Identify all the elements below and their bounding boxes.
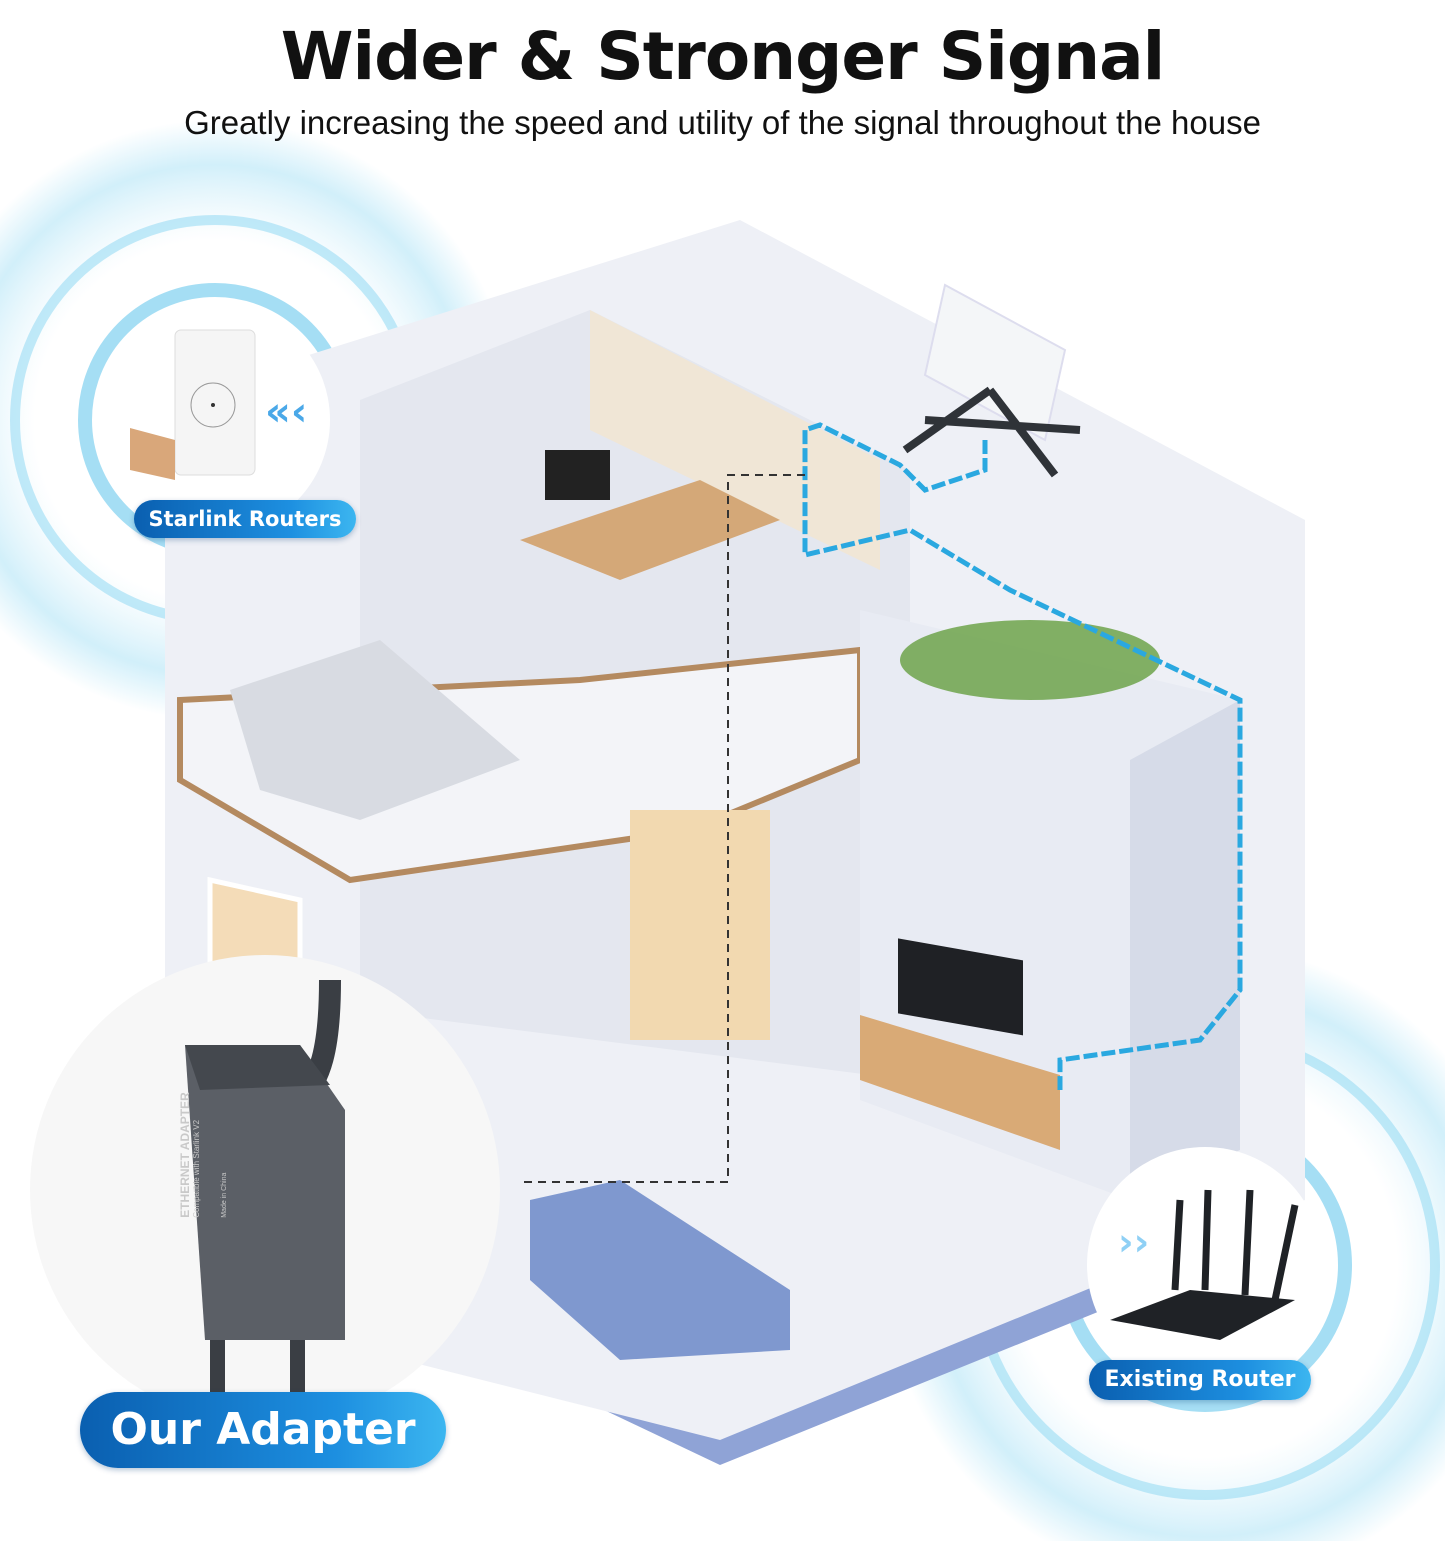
adapter-print: ETHERNET ADAPTER Compatible with Starlin… <box>178 1092 228 1218</box>
ethernet-dashed-path <box>520 474 805 1183</box>
chevron-left-icon: «‹ <box>265 389 307 435</box>
adapter-print-origin: Made in China <box>220 1172 228 1218</box>
label-starlink-routers: Starlink Routers <box>134 500 356 538</box>
router-icon <box>1110 1189 1299 1340</box>
label-existing-router: Existing Router <box>1089 1360 1311 1400</box>
page-subtitle: Greatly increasing the speed and utility… <box>184 104 1261 141</box>
adapter-print-compat: Compatible with Starlink V2 <box>191 1119 201 1218</box>
label-our-adapter: Our Adapter <box>80 1392 446 1468</box>
satellite-dish-icon <box>902 283 1081 478</box>
adapter-print-name: ETHERNET ADAPTER <box>177 1092 192 1218</box>
signal-path <box>802 422 1243 1090</box>
starlink-router-icon <box>130 329 256 480</box>
page-title: Wider & Stronger Signal <box>280 18 1166 95</box>
chevron-right-icon: ›› <box>1118 1220 1149 1264</box>
adapter-device-icon <box>185 979 345 1400</box>
